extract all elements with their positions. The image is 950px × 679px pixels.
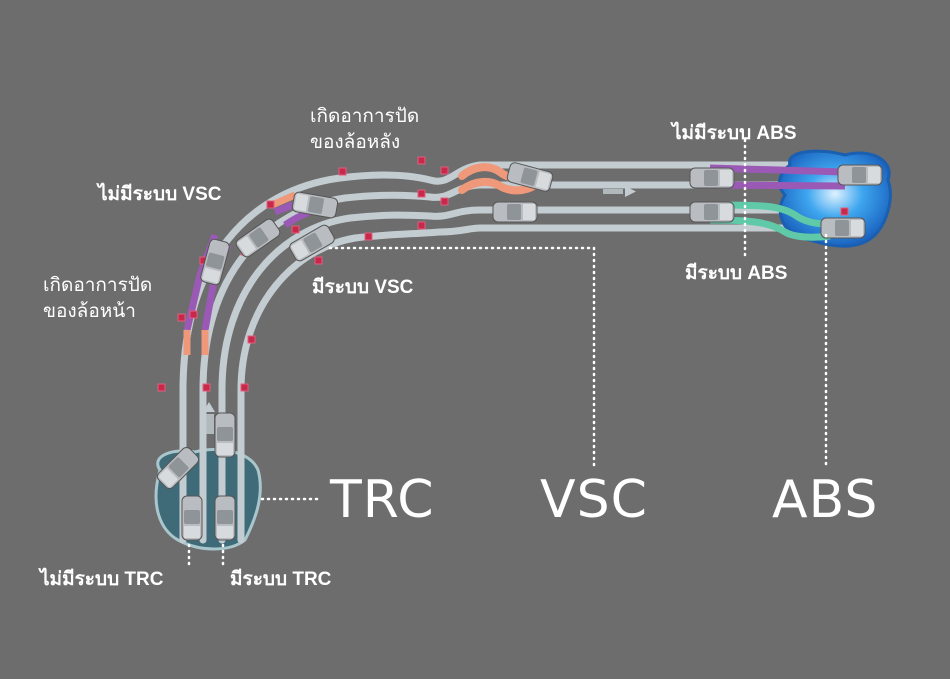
direction-arrow-up <box>203 402 215 434</box>
system-trc-title: TRC <box>330 470 435 530</box>
front-skid-line-2: ของล้อหน้า <box>43 300 136 322</box>
front-skid-line-1: เกิดอาการปัด <box>43 274 153 296</box>
with-vsc-label: มีระบบ VSC <box>312 277 414 298</box>
with-abs-label: มีระบบ ABS <box>685 263 788 284</box>
rear-skid-line-1: เกิดอาการปัด <box>310 105 420 127</box>
front-skid-label: เกิดอาการปัด ของล้อหน้า <box>43 272 152 324</box>
rear-skid-label: เกิดอาการปัด ของล้อหลัง <box>310 103 419 155</box>
system-abs-title: ABS <box>772 470 879 530</box>
cone-markers <box>157 156 849 392</box>
no-trc-label: ไม่มีระบบ TRC <box>40 569 164 590</box>
system-vsc-title: VSC <box>540 470 648 530</box>
rear-skid-line-2: ของล้อหลัง <box>310 131 401 153</box>
no-abs-label: ไม่มีระบบ ABS <box>672 123 797 144</box>
leader-lines <box>187 138 828 567</box>
with-trc-label: มีระบบ TRC <box>230 569 332 590</box>
front-skid-path <box>183 191 297 355</box>
direction-arrow-right <box>603 186 636 197</box>
abs-path <box>709 201 831 241</box>
no-vsc-label: ไม่มีระบบ VSC <box>98 184 222 205</box>
